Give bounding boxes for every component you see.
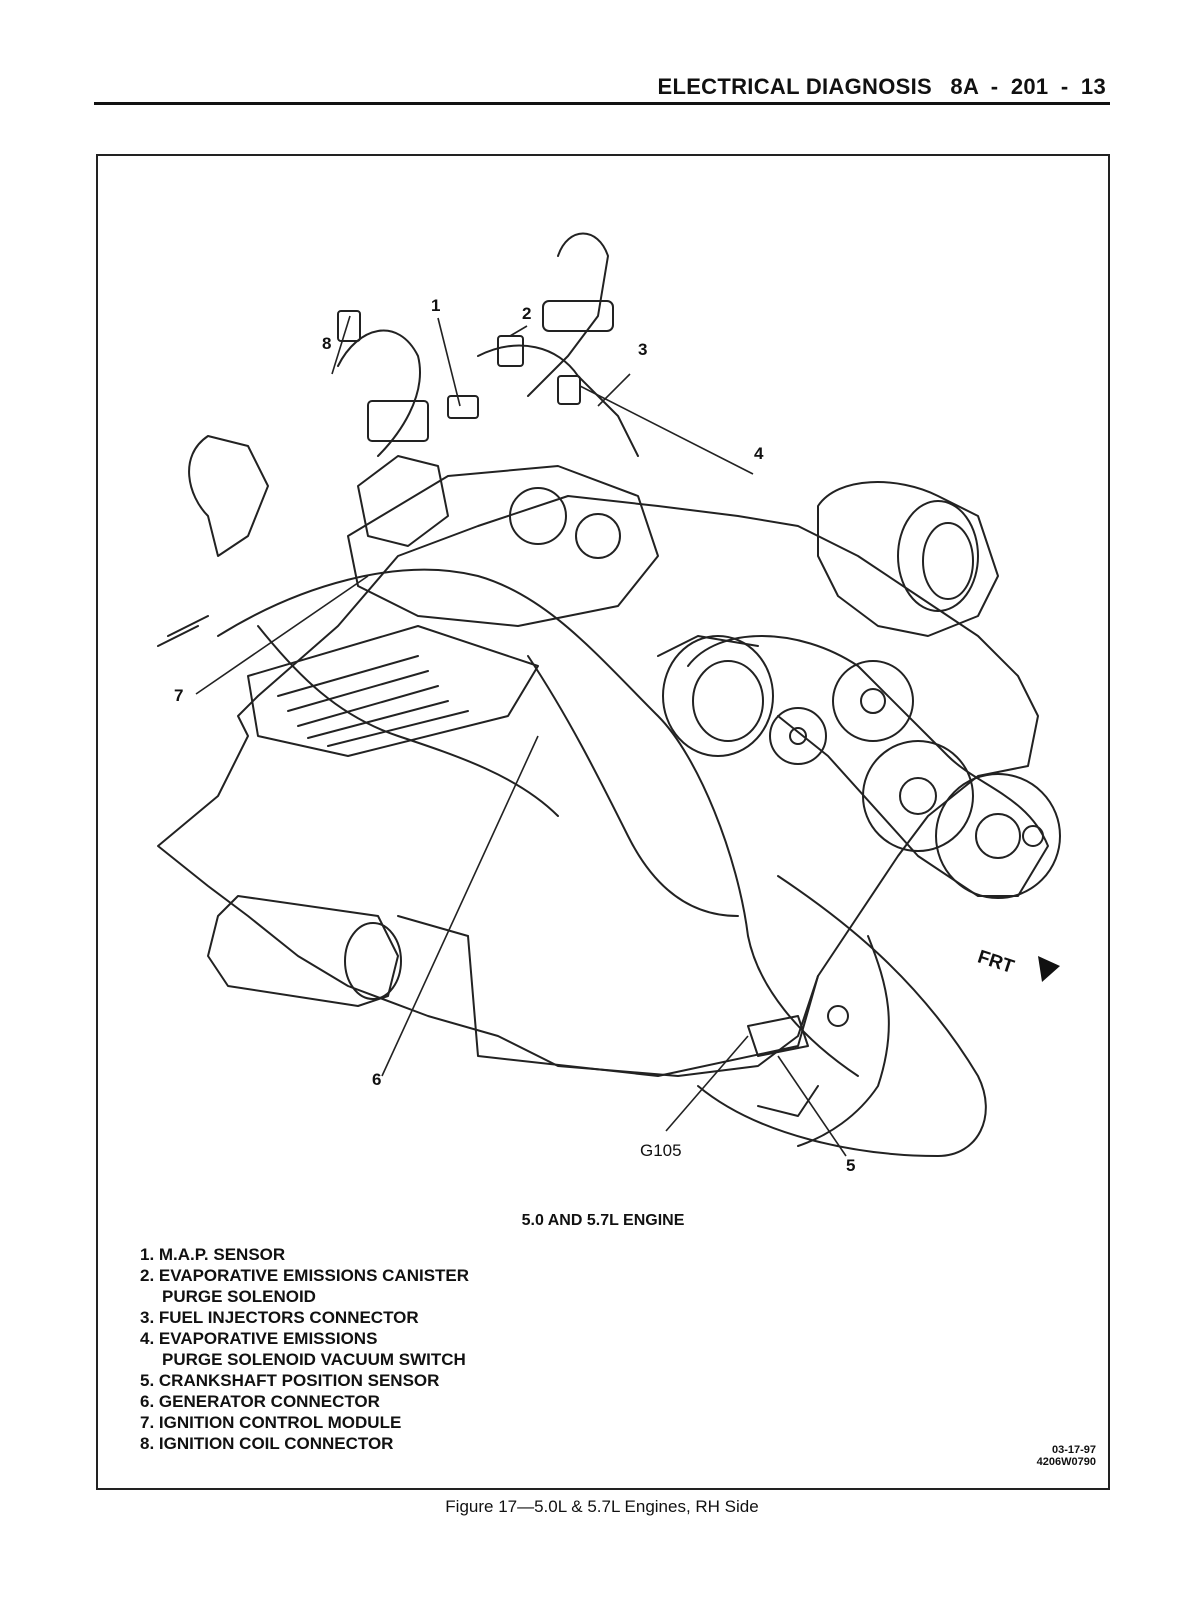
map-sensor xyxy=(447,395,479,419)
callout-3: 3 xyxy=(638,340,648,359)
power-steering-pulley xyxy=(832,660,914,742)
leader-1 xyxy=(437,317,461,407)
valve-cover xyxy=(247,625,539,757)
legend-item-4: 4. EVAPORATIVE EMISSIONS xyxy=(140,1329,378,1348)
section-code: 8A xyxy=(950,74,979,99)
figure-caption: Figure 17—5.0L & 5.7L Engines, RH Side xyxy=(445,1497,759,1516)
callout-6: 6 xyxy=(372,1070,382,1089)
starter-motor xyxy=(207,895,399,1007)
page-number-major: 201 xyxy=(1010,74,1049,99)
callout-8: 8 xyxy=(322,334,332,353)
crank-sensor xyxy=(747,1015,809,1057)
drive-belt xyxy=(687,635,1049,897)
diagram-title: 5.0 AND 5.7L ENGINE xyxy=(521,1212,685,1229)
callout-7: 7 xyxy=(174,686,184,705)
legend-item-8: 8. IGNITION COIL CONNECTOR xyxy=(140,1434,394,1453)
vacuum-switch xyxy=(557,375,581,405)
wiring-harness xyxy=(217,568,859,1077)
legend: 1. M.A.P. SENSOR 2. EVAPORATIVE EMISSION… xyxy=(140,1244,469,1454)
engine-block xyxy=(157,495,1039,1077)
leader-3 xyxy=(597,373,631,407)
ignition-coil-connector xyxy=(337,310,361,342)
legend-item-2: 2. EVAPORATIVE EMISSIONS CANISTER xyxy=(140,1266,470,1285)
legend-item-4-cont: PURGE SOLENOID VACUUM SWITCH xyxy=(162,1350,466,1369)
distributor xyxy=(357,455,449,547)
leader-4 xyxy=(579,385,754,475)
callout-1: 1 xyxy=(431,296,441,315)
water-pump-pulley xyxy=(862,740,974,852)
drawing-code: 03-17-97 4206W0790 xyxy=(1037,1444,1096,1468)
ignition-control-module xyxy=(367,400,429,442)
date-code: 03-17-97 xyxy=(1051,1444,1096,1456)
crankshaft-pulley xyxy=(935,773,1061,899)
generator xyxy=(657,635,774,757)
legend-item-6: 6. GENERATOR CONNECTOR xyxy=(140,1392,380,1411)
intake-manifold xyxy=(347,465,659,627)
leader-8 xyxy=(331,315,351,375)
leader-2 xyxy=(509,325,528,337)
oil-pan xyxy=(467,935,819,1077)
section-title: ELECTRICAL DIAGNOSIS xyxy=(657,74,932,99)
callout-5: 5 xyxy=(846,1156,856,1175)
bellhousing xyxy=(697,875,987,1157)
callout-g105: G105 xyxy=(640,1141,682,1160)
figure-frame: 1 2 3 4 5 6 7 8 G105 FRT 5.0 AND 5.7L EN… xyxy=(96,154,1110,1490)
legend-item-5: 5. CRANKSHAFT POSITION SENSOR xyxy=(140,1371,440,1390)
leader-6 xyxy=(381,735,539,1077)
idler-pulley xyxy=(769,707,827,765)
leader-7 xyxy=(195,575,369,695)
front-arrow-icon xyxy=(1038,956,1060,982)
leader-5 xyxy=(777,1055,847,1157)
fuel-injector-connector xyxy=(542,300,614,332)
leader-g105 xyxy=(665,1035,749,1132)
page-number-minor: 13 xyxy=(1080,74,1106,99)
legend-item-2-cont: PURGE SOLENOID xyxy=(162,1287,316,1306)
exhaust-manifold xyxy=(188,435,269,557)
page-header: ELECTRICAL DIAGNOSIS 8A - 201 - 13 xyxy=(94,72,1110,105)
callout-4: 4 xyxy=(754,444,764,463)
legend-item-7: 7. IGNITION CONTROL MODULE xyxy=(140,1413,402,1432)
purge-solenoid xyxy=(497,335,524,367)
legend-item-1: 1. M.A.P. SENSOR xyxy=(140,1245,286,1264)
ac-compressor xyxy=(817,481,999,637)
drawing-number: 4206W0790 xyxy=(1036,1456,1096,1468)
callout-2: 2 xyxy=(522,304,532,323)
header-title: ELECTRICAL DIAGNOSIS 8A - 201 - 13 xyxy=(657,74,1106,99)
legend-item-3: 3. FUEL INJECTORS CONNECTOR xyxy=(140,1308,419,1327)
engine-drawing xyxy=(157,232,1061,1157)
